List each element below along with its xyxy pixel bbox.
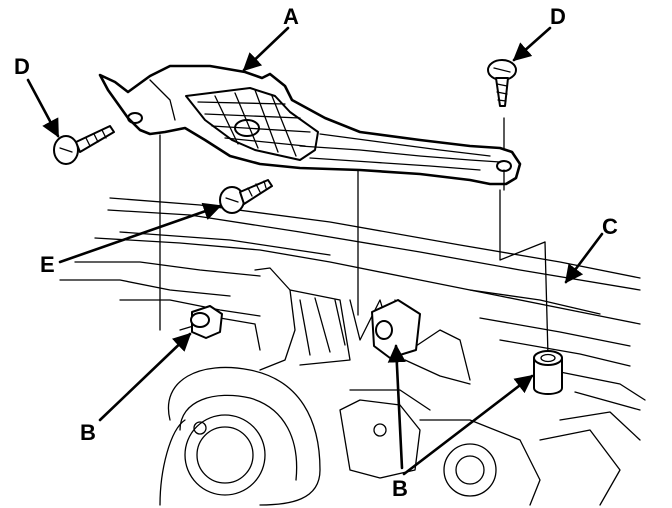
callout-d-left: D (14, 54, 30, 79)
screw-d-right (487, 59, 517, 107)
leader-d-right (512, 26, 552, 62)
leader-c (564, 232, 604, 284)
clip-b-right (533, 350, 563, 395)
callout-c: C (602, 214, 618, 239)
screw-d-left (53, 125, 115, 165)
leader-d-left (26, 78, 60, 138)
leader-e (58, 202, 222, 264)
callout-d-right: D (550, 4, 566, 29)
callout-labels: A D D E C B B (14, 4, 618, 501)
leader-b-left (98, 332, 192, 422)
vehicle-body-structure (59, 189, 646, 506)
callout-b-bottom: B (392, 476, 408, 501)
clip-b-left (190, 305, 223, 339)
clip-b-center (371, 299, 421, 359)
leader-a (242, 26, 290, 72)
callout-b-left: B (80, 420, 96, 445)
bracket-part-a (98, 64, 522, 186)
leader-b-center (387, 344, 406, 470)
bolt-e (219, 179, 273, 214)
leader-b-right (402, 374, 534, 476)
callout-a: A (283, 4, 299, 29)
callout-e: E (40, 252, 55, 277)
alignment-lines (159, 117, 505, 331)
callout-leaders (26, 26, 604, 476)
